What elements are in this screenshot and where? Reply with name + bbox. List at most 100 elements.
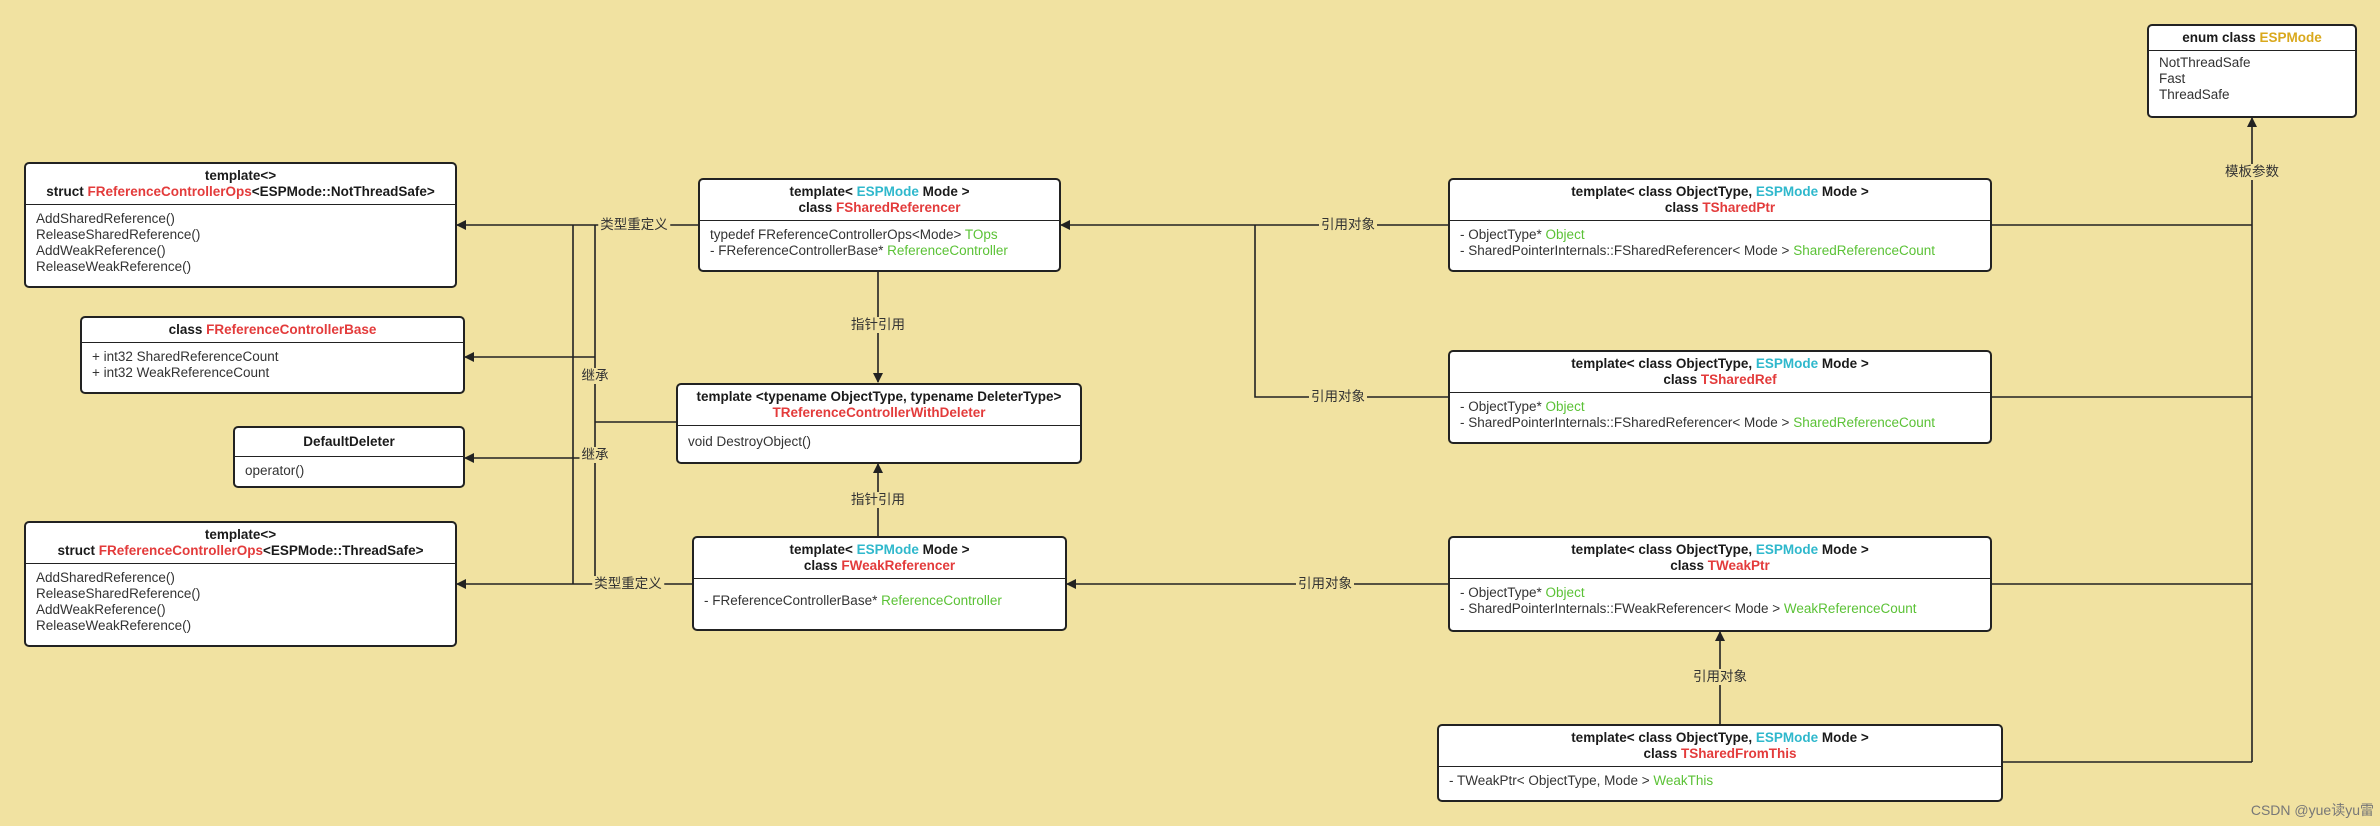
template-param: ESPMode	[856, 542, 919, 557]
class-members: typedef FReferenceControllerOps<Mode> TO…	[700, 221, 1059, 263]
class-espmode[interactable]: enum class ESPMode NotThreadSafe Fast Th…	[2147, 24, 2357, 118]
method: AddWeakReference()	[36, 602, 166, 617]
method: AddWeakReference()	[36, 243, 166, 258]
class-name: TSharedFromThis	[1681, 746, 1797, 761]
class-keyword: class	[168, 322, 207, 337]
method: ReleaseSharedReference()	[36, 586, 201, 601]
class-header: template< class ObjectType, ESPMode Mode…	[1450, 180, 1990, 221]
edge-label-ref-obj-4: 引用对象	[1691, 669, 1749, 685]
template-line: template <typename ObjectType, typename …	[696, 389, 1062, 404]
enum-member: NotThreadSafe	[2159, 55, 2251, 70]
method: operator()	[245, 463, 305, 478]
template-prefix: template< class ObjectType,	[1571, 542, 1756, 557]
member-type: - TWeakPtr< ObjectType, Mode >	[1449, 773, 1654, 788]
class-keyword: class	[1670, 558, 1708, 573]
method: void DestroyObject()	[688, 434, 812, 449]
template-param: ESPMode	[1755, 542, 1819, 557]
class-members: + int32 SharedReferenceCount + int32 Wea…	[82, 343, 463, 385]
class-tweakptr[interactable]: template< class ObjectType, ESPMode Mode…	[1448, 536, 1992, 632]
method: ReleaseWeakReference()	[36, 618, 192, 633]
class-keyword: class	[1664, 200, 1703, 215]
class-members: - ObjectType* Object - SharedPointerInte…	[1450, 393, 1990, 435]
member-name: Object	[1545, 399, 1585, 414]
method: ReleaseWeakReference()	[36, 259, 192, 274]
class-name: ESPMode	[2259, 30, 2322, 45]
template-suffix: Mode >	[918, 184, 970, 199]
class-shared-referencer[interactable]: template< ESPMode Mode > class FSharedRe…	[698, 178, 1061, 272]
class-header: template< class ObjectType, ESPMode Mode…	[1450, 352, 1990, 393]
edge-label-ref-obj-3: 引用对象	[1296, 576, 1354, 592]
template-param: ESPMode	[1755, 730, 1819, 745]
template-suffix: Mode >	[1818, 542, 1869, 557]
class-ops-threadsafe[interactable]: template<> struct FReferenceControllerOp…	[24, 521, 457, 647]
template-prefix: template<	[789, 184, 857, 199]
class-header: template<> struct FReferenceControllerOp…	[26, 164, 455, 205]
edge-label-inherit-1: 继承	[579, 368, 611, 384]
member-type: - ObjectType*	[1460, 227, 1546, 242]
class-default-deleter[interactable]: DefaultDeleter operator()	[233, 426, 465, 488]
class-tsharedref[interactable]: template< class ObjectType, ESPMode Mode…	[1448, 350, 1992, 444]
class-controller-base[interactable]: class FReferenceControllerBase + int32 S…	[80, 316, 465, 394]
member-name: Object	[1545, 227, 1585, 242]
edge-label-typedef-bottom: 类型重定义	[592, 576, 664, 592]
class-keyword: struct	[57, 543, 99, 558]
edge-label-ref-obj-2: 引用对象	[1309, 389, 1367, 405]
template-prefix: template< class ObjectType,	[1571, 184, 1756, 199]
member-name: SharedReferenceCount	[1793, 415, 1936, 430]
class-name: FWeakReferencer	[841, 558, 956, 573]
member-name: Object	[1545, 585, 1585, 600]
member-type: - SharedPointerInternals::FSharedReferen…	[1460, 243, 1794, 258]
class-header: template< class ObjectType, ESPMode Mode…	[1450, 538, 1990, 579]
class-members: AddSharedReference() ReleaseSharedRefere…	[26, 205, 455, 279]
enum-member: ThreadSafe	[2159, 87, 2230, 102]
method: AddSharedReference()	[36, 570, 175, 585]
class-name: DefaultDeleter	[303, 434, 395, 449]
edge-label-pointer-ref-1: 指针引用	[849, 317, 907, 333]
class-members: - TWeakPtr< ObjectType, Mode > WeakThis	[1439, 767, 2001, 793]
class-members: operator()	[235, 457, 463, 483]
field: + int32 WeakReferenceCount	[92, 365, 270, 380]
watermark: CSDN @yue读yu雷	[2250, 802, 2374, 818]
class-ops-notthreadsafe[interactable]: template<> struct FReferenceControllerOp…	[24, 162, 457, 288]
enum-member: Fast	[2159, 71, 2186, 86]
member-type: typedef FReferenceControllerOps<Mode>	[710, 227, 965, 242]
edge-label-pointer-ref-2: 指针引用	[849, 492, 907, 508]
method: AddSharedReference()	[36, 211, 175, 226]
class-name: TSharedPtr	[1702, 200, 1776, 215]
class-members: - ObjectType* Object - SharedPointerInte…	[1450, 579, 1990, 621]
class-name: TSharedRef	[1700, 372, 1777, 387]
class-name: FReferenceControllerOps	[87, 184, 252, 199]
class-keyword: class	[798, 200, 836, 215]
member-type: - ObjectType*	[1460, 585, 1546, 600]
class-members: void DestroyObject()	[678, 426, 1080, 454]
class-header: template <typename ObjectType, typename …	[678, 385, 1080, 426]
edge-label-typedef-top: 类型重定义	[598, 217, 670, 233]
edge-label-template-param: 模板参数	[2223, 164, 2281, 180]
class-header: DefaultDeleter	[235, 428, 463, 457]
class-controller-with-deleter[interactable]: template <typename ObjectType, typename …	[676, 383, 1082, 464]
class-header: template< ESPMode Mode > class FWeakRefe…	[694, 538, 1065, 579]
template-prefix: template< class ObjectType,	[1571, 356, 1756, 371]
class-header: template<> struct FReferenceControllerOp…	[26, 523, 455, 564]
member-name: ReferenceController	[881, 593, 1002, 608]
class-keyword: class	[1643, 746, 1682, 761]
template-args: <ESPMode::ThreadSafe>	[263, 543, 424, 558]
member-name: SharedReferenceCount	[1793, 243, 1936, 258]
template-prefix: template<	[789, 542, 857, 557]
member-name: TOps	[964, 227, 998, 242]
class-keyword: enum class	[2182, 30, 2260, 45]
template-suffix: Mode >	[1818, 356, 1869, 371]
class-members: - ObjectType* Object - SharedPointerInte…	[1450, 221, 1990, 263]
class-header: enum class ESPMode	[2149, 26, 2355, 51]
class-tsharedptr[interactable]: template< class ObjectType, ESPMode Mode…	[1448, 178, 1992, 272]
member-type: - ObjectType*	[1460, 399, 1546, 414]
template-suffix: Mode >	[918, 542, 970, 557]
class-name: TReferenceControllerWithDeleter	[772, 405, 986, 420]
template-args: <ESPMode::NotThreadSafe>	[251, 184, 435, 199]
field: + int32 SharedReferenceCount	[92, 349, 279, 364]
class-weak-referencer[interactable]: template< ESPMode Mode > class FWeakRefe…	[692, 536, 1067, 631]
class-tsharedfromthis[interactable]: template< class ObjectType, ESPMode Mode…	[1437, 724, 2003, 802]
class-header: class FReferenceControllerBase	[82, 318, 463, 343]
